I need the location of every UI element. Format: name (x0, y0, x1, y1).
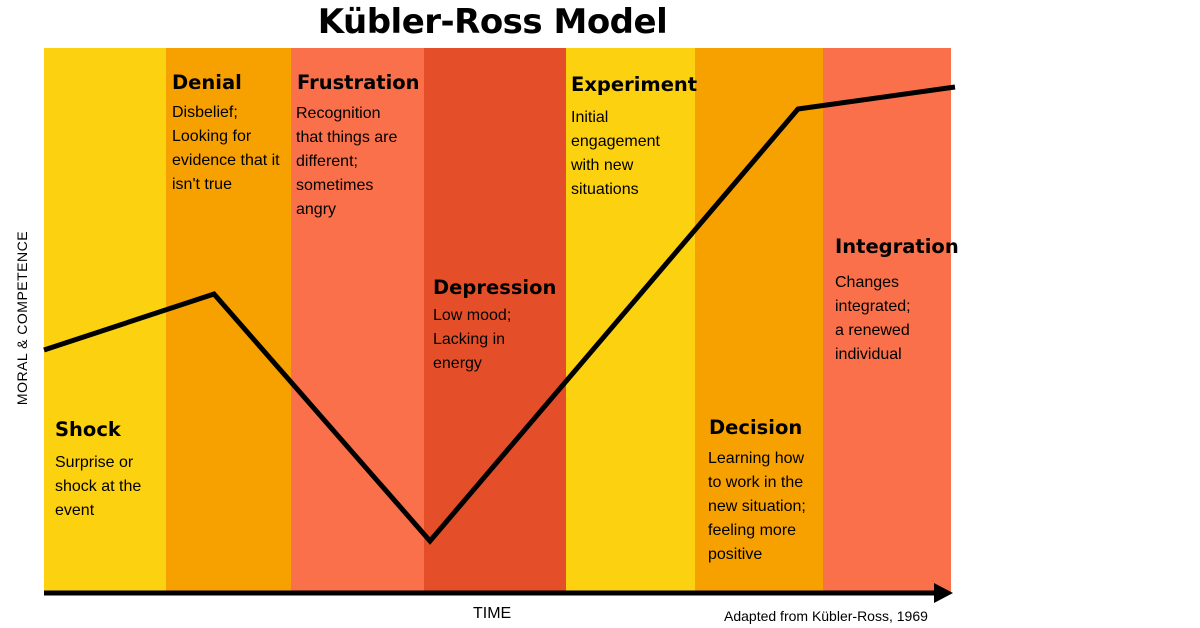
stage-title-denial: Denial (172, 71, 242, 94)
stage-title-shock: Shock (55, 418, 121, 441)
stage-title-depression: Depression (433, 276, 557, 299)
band-experiment (566, 48, 695, 593)
stage-desc-decision: Learning how to work in the new situatio… (708, 450, 806, 563)
stage-desc-denial: Disbelief; Looking for evidence that it … (172, 104, 280, 193)
band-denial (166, 48, 291, 593)
x-axis-label: TIME (473, 605, 512, 622)
stage-title-experiment: Experiment (571, 73, 698, 96)
stage-desc-experiment: Initial engagement with new situations (571, 109, 660, 198)
band-frustration (291, 48, 424, 593)
stage-title-frustration: Frustration (297, 71, 420, 94)
time-axis-arrowhead (934, 583, 953, 603)
band-decision (695, 48, 823, 593)
stage-desc-frustration: Recognition that things are different; s… (296, 105, 398, 218)
stage-title-integration: Integration (835, 235, 959, 258)
page-title: Kübler-Ross Model (317, 2, 668, 42)
band-shock (44, 48, 166, 593)
stage-title-decision: Decision (709, 416, 803, 439)
change-curve (43, 84, 956, 545)
source-note: Adapted from Kübler-Ross, 1969 (724, 608, 928, 624)
stage-desc-shock: Surprise or shock at the event (55, 454, 142, 519)
band-integration (823, 48, 951, 593)
stage-desc-integration: Changes integrated; a renewed individual (835, 274, 911, 363)
band-depression (424, 48, 566, 593)
y-axis-label: MORAL & COMPETENCE (14, 230, 30, 406)
stage-desc-depression: Low mood; Lacking in energy (433, 307, 512, 372)
